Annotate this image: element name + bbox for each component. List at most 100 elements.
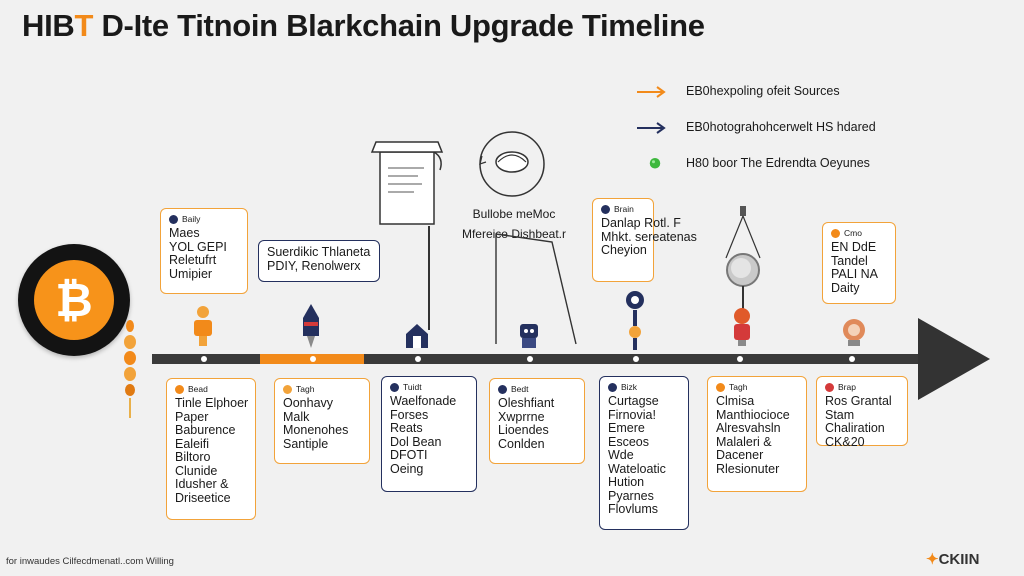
tag-icon (498, 384, 507, 394)
card-line: CK&20 (825, 434, 865, 449)
timeline-marker (201, 356, 207, 362)
milestone-card: Tagh Oonhavy Malk Monenohes Santiple (274, 378, 370, 464)
figure-red-icon (734, 308, 750, 346)
card-header: Bead (188, 384, 208, 394)
tag-icon (825, 382, 834, 392)
callout-line: Mhkt. sereatenas (601, 229, 697, 244)
card-line: Dacener (716, 448, 764, 462)
milestone-card: Tagh Clmisa Manthiocioce Alresvahsln Mal… (707, 376, 807, 492)
bitcoin-icon: ₿ (34, 260, 114, 340)
milestone-card: Bead Tinle Elphoer Paper Baburence Ealei… (166, 378, 256, 520)
card-header: Bizk (621, 382, 638, 392)
callout-line: Umipier (169, 266, 213, 281)
card-line: Oeing (390, 461, 424, 476)
timeline-marker (849, 356, 855, 362)
callout-line: PALI NA (831, 267, 879, 281)
robot-icon (520, 324, 538, 348)
upper-callout: Cmo EN DdE Tandel PALI NA Daity (822, 222, 896, 304)
callout-line: YOL GEPI (169, 239, 227, 254)
timeline-arrowhead (918, 318, 990, 400)
card-line: Baburence (175, 423, 236, 437)
timeline-marker (633, 356, 639, 362)
card-line: Hution (608, 475, 645, 489)
tag-icon (283, 384, 292, 394)
timeline-marker (310, 356, 316, 362)
legend-item-shared: EB0hotograhohcerwelt HS hdared (636, 120, 986, 156)
card-line: Oleshfiant (498, 396, 555, 410)
card-line: Wateloatic (608, 461, 666, 476)
callout-line: EN DdE (831, 240, 877, 254)
card-line: Ealeifi (175, 436, 210, 451)
legend-label: EB0hexpoling ofeit Sources (686, 84, 840, 98)
card-line: Stam (825, 407, 855, 422)
tag-icon (390, 382, 399, 392)
card-header: Tagh (729, 382, 748, 392)
upper-callout: Baily Maes YOL GEPI Reletufrt Umipier (160, 208, 248, 294)
card-line: Ros Grantal (825, 394, 892, 408)
card-line: Chaliration (825, 421, 885, 435)
center-note: Bullobe meMoc Mfereice Dishbeat.r (448, 207, 580, 241)
brand-text: CKIIN (938, 551, 980, 568)
card-line: Clmisa (716, 394, 755, 408)
calendar-icon (601, 204, 610, 214)
card-line: Esceos (608, 434, 649, 449)
house-icon (406, 324, 428, 348)
timeline-marker (527, 356, 533, 362)
card-line: Lioendes (498, 423, 549, 437)
card-line: Oonhavy (283, 396, 334, 410)
card-line: Wde (608, 448, 634, 462)
note-line: Mfereice Dishbeat.r (461, 227, 567, 241)
card-line: Emere (608, 421, 645, 435)
milestone-card: Brap Ros Grantal Stam Chaliration CK&20 (816, 376, 908, 448)
card-line: Idusher & (175, 477, 229, 491)
milestone-card: Tuidt Waelfonade Forses Reats Dol Bean D… (381, 376, 477, 492)
note-line: Bullobe meMoc (472, 207, 556, 221)
card-line: Clunide (175, 463, 218, 478)
tag-icon (716, 382, 725, 392)
callout-line: Cheyion (601, 243, 647, 257)
card-header: Tuidt (403, 382, 422, 392)
card-line: Alresvahsln (716, 421, 781, 435)
orange-arrow-icon (637, 86, 666, 98)
document-stack-icon (370, 141, 444, 225)
callout-line: Danlap Rotl. F (601, 216, 681, 230)
legend: EB0hexpoling ofeit Sources EB0hotograhoh… (636, 84, 986, 192)
milestone-card: Bizk Curtagse Firnovia! Emere Esceos Wde… (599, 376, 689, 530)
chain-icon (124, 320, 136, 418)
card-line: Dol Bean (390, 434, 442, 449)
legend-item-onyunes: H80 boor The Edrendta Oeyunes (636, 156, 986, 192)
tag-icon (175, 384, 184, 394)
milestone-card: Bedt Oleshfiant Xwprrne Lioendes Conlden (489, 378, 585, 464)
calendar-icon (831, 228, 840, 238)
legend-item-sources: EB0hexpoling ofeit Sources (636, 84, 986, 120)
bitcoin-logo: ₿ (18, 244, 130, 356)
card-line: Biltoro (175, 450, 211, 464)
callout-line: Suerdikic Thlaneta (267, 245, 371, 259)
card-line: Manthiocioce (716, 407, 790, 422)
card-line: Firnovia! (608, 407, 656, 422)
card-line: Paper (175, 409, 209, 424)
legend-label: EB0hotograhohcerwelt HS hdared (686, 120, 876, 134)
card-line: Driseetice (175, 490, 231, 505)
callout-header: Baily (182, 214, 201, 224)
key-icon (626, 291, 644, 350)
card-header: Tagh (296, 384, 315, 394)
tag-icon (608, 382, 617, 392)
card-line: Forses (390, 407, 429, 422)
brand-logo: ✦CKIIN (926, 550, 979, 568)
page-title: HIBT D-Ite Titnoin Blarkchain Upgrade Ti… (22, 8, 705, 43)
brand-mark-icon: ✦ (926, 551, 939, 568)
card-line: Conlden (498, 436, 545, 451)
card-line: Monenohes (283, 423, 349, 437)
calendar-icon (169, 214, 178, 224)
card-line: Xwprrne (498, 409, 545, 424)
card-line: Rlesionuter (716, 461, 780, 476)
legend-label: H80 boor The Edrendta Oeyunes (686, 156, 870, 170)
card-line: Santiple (283, 436, 329, 451)
callout-line: Maes (169, 226, 200, 240)
footer-credit: for inwaudes Cilfecdmenatl..com Willing (6, 556, 174, 567)
helmet-icon (843, 319, 865, 346)
callout-header: Brain (614, 204, 634, 214)
navy-arrow-icon (637, 122, 666, 134)
upper-callout: Suerdikic Thlaneta PDIY, Renolwerx (258, 240, 380, 282)
